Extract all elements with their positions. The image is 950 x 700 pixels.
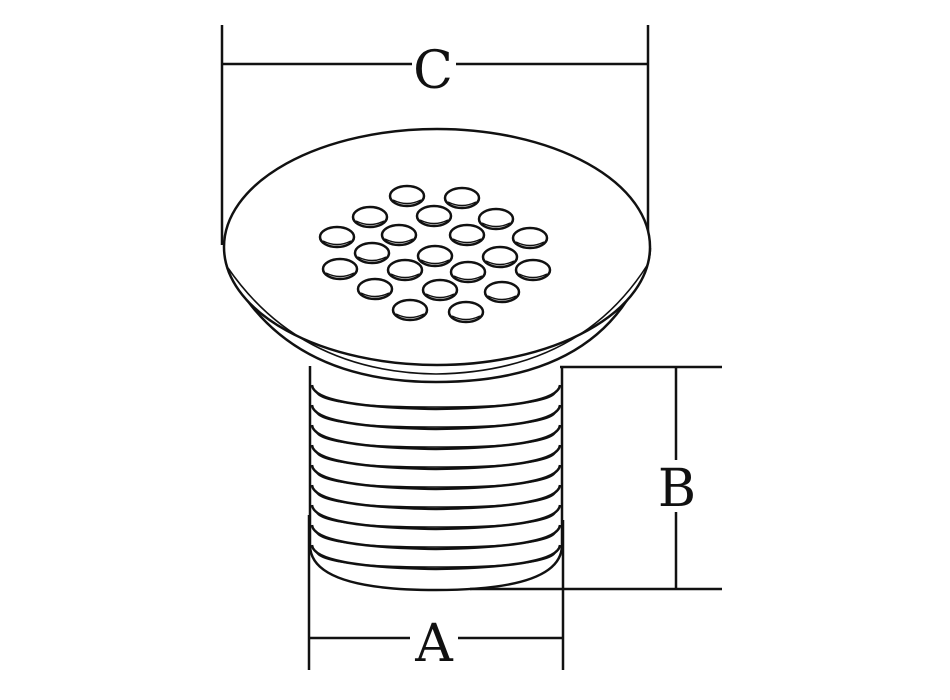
strainer-holes [318, 184, 552, 324]
thread-ring-inner [315, 490, 557, 508]
dimension-b-label: B [658, 459, 696, 519]
strainer-hole [351, 205, 389, 229]
strainer-hole-depth [322, 240, 352, 246]
thread-ring [310, 484, 562, 511]
threaded-body [308, 366, 564, 592]
strainer-hole-depth [355, 220, 385, 226]
strainer-hole-depth [487, 295, 517, 301]
body-bottom-arc [308, 366, 564, 592]
strainer-hole [477, 207, 515, 231]
strainer-hole [447, 300, 485, 324]
strainer-hole [388, 184, 426, 208]
thread-ring [310, 444, 562, 471]
thread-ring [310, 404, 562, 431]
strainer-hole-depth [425, 293, 455, 299]
strainer-hole [380, 223, 418, 247]
strainer-hole-depth [451, 315, 481, 321]
strainer-hole-depth [390, 273, 420, 279]
strainer-hole [481, 245, 519, 269]
dimension-c-label: C [413, 41, 453, 101]
dimension-c [220, 25, 650, 245]
strainer-hole [386, 258, 424, 282]
strainer-hole [511, 226, 549, 250]
dimension-a [307, 515, 565, 670]
thread-ring-inner [315, 410, 557, 428]
thread-ring-inner [315, 430, 557, 448]
strainer-hole [514, 258, 552, 282]
strainer-hole [483, 280, 521, 304]
strainer-hole-depth [384, 238, 414, 244]
dimension-a-label: A [414, 614, 454, 674]
thread-ring-inner [315, 470, 557, 488]
thread-ring-inner [315, 390, 557, 408]
strainer-hole [353, 241, 391, 265]
strainer-hole-depth [453, 275, 483, 281]
thread-rings [310, 384, 562, 571]
thread-ring [310, 424, 562, 451]
strainer-hole [318, 225, 356, 249]
strainer-hole [321, 257, 359, 281]
strainer-hole-depth [518, 273, 548, 279]
strainer-hole [449, 260, 487, 284]
strainer-hole [415, 204, 453, 228]
thread-ring [310, 544, 562, 571]
strainer-hole-depth [357, 256, 387, 262]
thread-ring-inner [315, 550, 557, 568]
strainer-hole-depth [360, 292, 390, 298]
strainer-hole-depth [485, 260, 515, 266]
strainer-hole [356, 277, 394, 301]
strainer-hole-depth [447, 201, 477, 207]
strainer-hole-depth [392, 199, 422, 205]
dimension-b [470, 365, 722, 591]
strainer-hole-depth [420, 259, 450, 265]
thread-ring [310, 504, 562, 531]
strainer-hole [391, 298, 429, 322]
strainer-hole [421, 278, 459, 302]
strainer-hole-depth [515, 241, 545, 247]
strainer-hole [416, 244, 454, 268]
strainer-hole [448, 223, 486, 247]
strainer-hole-depth [481, 222, 511, 228]
strainer-cap [222, 127, 652, 384]
strainer-hole-depth [395, 313, 425, 319]
cap-rim-inner [227, 263, 649, 375]
thread-ring [310, 384, 562, 411]
thread-ring [310, 464, 562, 491]
thread-ring-inner [315, 530, 557, 548]
thread-ring-inner [315, 510, 557, 528]
thread-ring [310, 524, 562, 551]
strainer-hole-depth [419, 219, 449, 225]
thread-ring-inner [315, 450, 557, 468]
strainer-hole-depth [452, 238, 482, 244]
strainer-hole [443, 186, 481, 210]
strainer-hole-depth [325, 272, 355, 278]
